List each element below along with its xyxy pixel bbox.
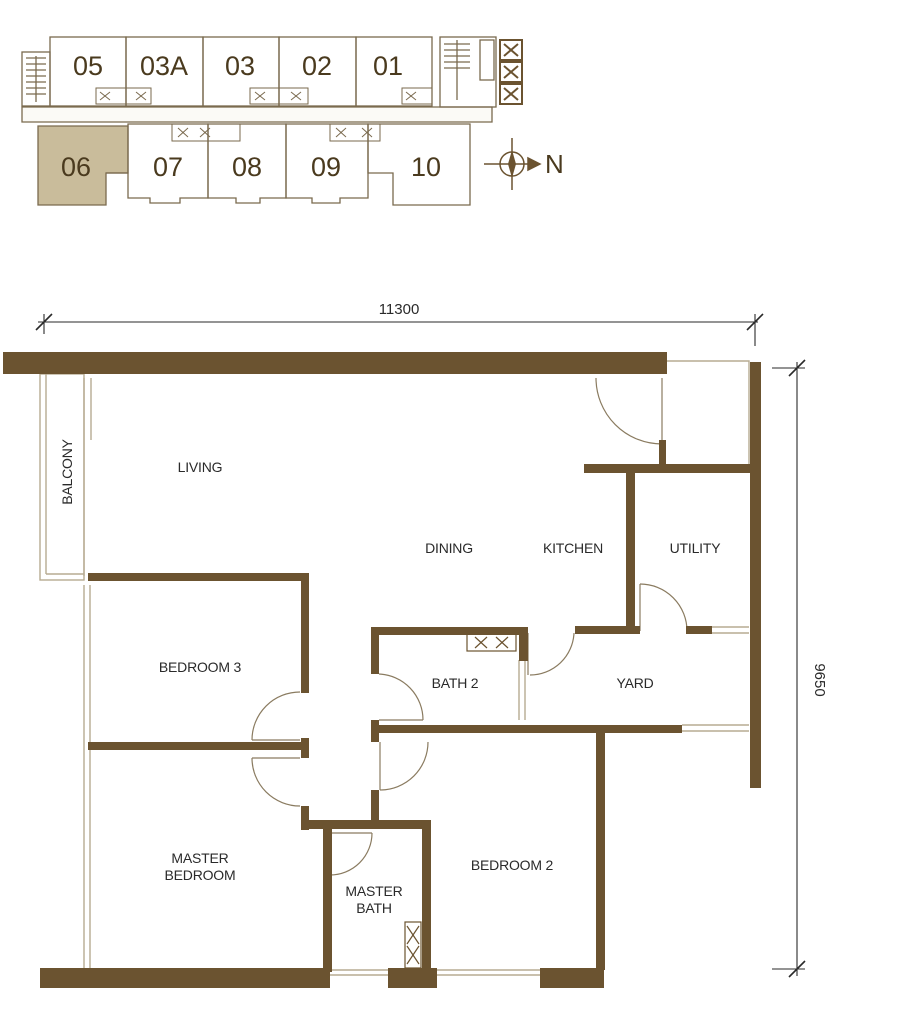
room-master-bath-label-line1: MASTER — [345, 883, 402, 899]
right-core — [439, 36, 497, 108]
north-compass — [484, 138, 542, 190]
bath2-west-wall — [371, 627, 379, 674]
width-dimension-label: 11300 — [379, 301, 420, 318]
room-utility-label: UTILITY — [670, 540, 722, 556]
utility-west-wall — [626, 473, 635, 631]
entrance-partition — [584, 464, 750, 473]
unit-03-label: 03 — [225, 51, 255, 81]
master-bedroom-door — [251, 757, 301, 807]
room-labels: LIVING BALCONY DINING KITCHEN UTILITY BE… — [59, 438, 721, 916]
room-master-bedroom-label-line1: MASTER — [171, 850, 228, 866]
key-plan — [21, 36, 523, 206]
unit-09-label: 09 — [311, 152, 341, 182]
room-bath2-label: BATH 2 — [432, 675, 479, 691]
room-dining-label: DINING — [425, 540, 473, 556]
bedroom3-east-wall — [301, 573, 309, 693]
master-bath-top-wall — [301, 820, 429, 829]
thin-lines — [39, 360, 750, 976]
depth-dimension-label: 9650 — [811, 663, 828, 696]
top-wall — [3, 352, 667, 374]
yard-bottom-wall — [371, 725, 682, 733]
service-ducts — [404, 633, 517, 969]
master-bath-duct — [404, 921, 422, 969]
bottom-wall-right — [540, 968, 604, 988]
bath2-top-wall — [371, 627, 528, 635]
room-balcony-label: BALCONY — [59, 438, 75, 504]
right-wall — [750, 362, 761, 788]
bedroom3-bottom-wall — [88, 742, 308, 750]
door-swings — [251, 377, 688, 876]
dimension-lines — [35, 313, 806, 978]
bottom-wall-mid — [388, 968, 437, 988]
room-master-bath-label-line2: BATH — [356, 900, 392, 916]
key-unit-10[interactable] — [367, 123, 471, 206]
room-master-bedroom-label-line2: BEDROOM — [165, 867, 236, 883]
bedroom3-top-wall — [88, 573, 308, 581]
unit-08-label: 08 — [232, 152, 262, 182]
lift-shafts — [499, 39, 523, 105]
room-kitchen-label: KITCHEN — [543, 540, 603, 556]
utility-door — [639, 583, 688, 632]
room-yard-label: YARD — [616, 675, 653, 691]
unit-01-label: 01 — [373, 51, 403, 81]
walls — [3, 352, 761, 988]
yard-door — [527, 632, 575, 676]
unit-07-label: 07 — [153, 152, 183, 182]
room-living-label: LIVING — [178, 459, 223, 475]
bedroom2-east-wall — [596, 733, 605, 970]
unit-05-label: 05 — [73, 51, 103, 81]
corridor — [21, 106, 493, 123]
bedroom2-door — [379, 741, 429, 791]
bath2-door — [378, 673, 424, 721]
master-bath-door — [329, 832, 373, 876]
bottom-wall-left — [40, 968, 330, 988]
unit-02-label: 02 — [302, 51, 332, 81]
key-plan-labels: 05 03A 03 02 01 06 07 08 09 10 — [61, 51, 441, 182]
bath2-duct — [466, 633, 517, 652]
unit-06-label: 06 — [61, 152, 91, 182]
room-bedroom2-label: BEDROOM 2 — [471, 857, 554, 873]
key-service-boxes-top — [95, 87, 433, 105]
master-bath-west-wall — [323, 826, 332, 972]
key-unit-01[interactable] — [355, 36, 433, 107]
unit-03a-label: 03A — [140, 51, 188, 81]
compass-north-label: N — [545, 149, 564, 179]
bedroom3-door — [251, 691, 301, 741]
entrance-door — [595, 377, 663, 445]
key-service-boxes-bottom — [171, 123, 381, 142]
room-bedroom3-label: BEDROOM 3 — [159, 659, 242, 675]
left-stair — [21, 51, 51, 107]
master-bath-east-wall — [422, 820, 431, 972]
unit-10-label: 10 — [411, 152, 441, 182]
